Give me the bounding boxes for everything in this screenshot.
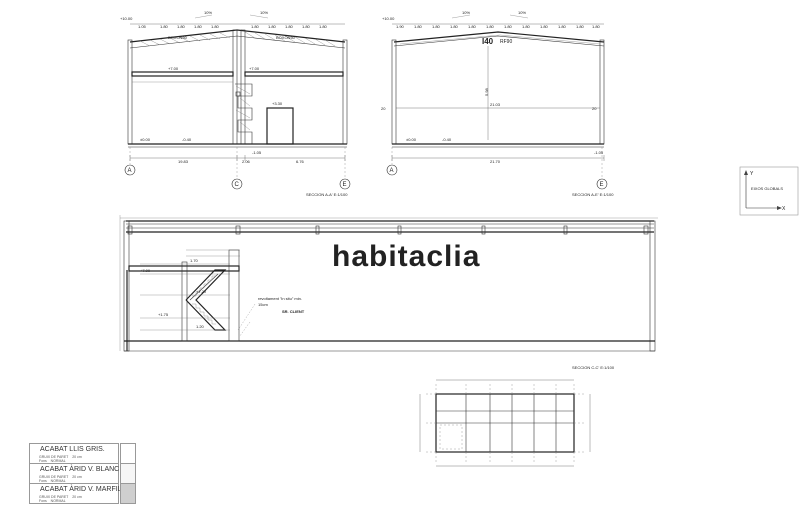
svg-text:1.80: 1.80 [522, 24, 531, 29]
section-aa-title: SECCION A-A' E:1/100 [306, 192, 348, 197]
svg-text:+7.20: +7.20 [196, 289, 207, 294]
axis-a-marker [124, 164, 136, 176]
axes-box-label: EIXOS GLOBALS [751, 186, 783, 191]
profile-label: I40 [482, 37, 494, 46]
svg-text:1.80: 1.80 [432, 24, 441, 29]
section-aa-spans-left: 1.05 1.80 1.80 1.80 1.80 1.80 1.80 1.80 … [138, 24, 328, 29]
section-ae-slope-right: 10% [518, 10, 526, 15]
svg-text:1.70: 1.70 [190, 258, 199, 263]
section-ae-spans: 1.90 1.80 1.80 1.80 1.80 1.80 1.80 1.80 … [396, 24, 601, 29]
section-aa-top-level: +10.00 [120, 16, 133, 21]
legend-title: ACABAT LLIS GRIS. [40, 446, 105, 453]
legend-swatch [120, 483, 136, 504]
section-ae-level-neg: -0.40 [442, 137, 452, 142]
section-ae-level-ground: ±0.00 [406, 137, 417, 142]
svg-text:1.80: 1.80 [194, 24, 203, 29]
global-axes-box: Y X EIXOS GLOBALS [739, 166, 799, 216]
axis-a-marker-2 [386, 164, 398, 176]
svg-text:20: 20 [381, 106, 386, 111]
svg-text:1.80: 1.80 [160, 24, 169, 29]
svg-text:+7.00: +7.00 [140, 268, 151, 273]
svg-text:1.80: 1.80 [302, 24, 311, 29]
section-cc: 1.70 +7.00 +7.20 +1.75 1.20 revoltament … [119, 215, 658, 370]
svg-text:A: A [128, 168, 132, 174]
section-ae-span: 21.03 [490, 102, 501, 107]
svg-text:1.20: 1.20 [196, 324, 205, 329]
beam-right-label: BOXON50 [276, 35, 296, 40]
section-ae-slope-left: 10% [462, 10, 470, 15]
note-line-1: revoltament "in situ" min. [258, 296, 302, 301]
svg-text:E: E [600, 182, 604, 188]
svg-text:E: E [343, 182, 347, 188]
section-aa-level-neg: -0.40 [182, 137, 192, 142]
section-aa: 1.05 1.80 1.80 1.80 1.80 1.80 1.80 1.80 … [120, 10, 351, 197]
dim-ac: 19.83 [178, 159, 189, 164]
svg-text:1.80: 1.80 [177, 24, 186, 29]
svg-text:1.80: 1.80 [504, 24, 513, 29]
svg-text:1.80: 1.80 [285, 24, 294, 29]
section-ae: 1.90 1.80 1.80 1.80 1.80 1.80 1.80 1.80 … [381, 10, 614, 197]
profile-sub-label: RF90 [500, 39, 512, 45]
axis-e-marker-2 [596, 178, 608, 190]
svg-text:1.80: 1.80 [268, 24, 277, 29]
svg-text:1.05: 1.05 [138, 24, 147, 29]
svg-text:1.80: 1.80 [468, 24, 477, 29]
section-aa-level-c: +3.30 [272, 101, 283, 106]
section-ae-height: 5.98 [484, 87, 489, 96]
svg-text:1.80: 1.80 [211, 24, 220, 29]
svg-text:1.80: 1.80 [251, 24, 260, 29]
section-aa-level-ground: ±0.00 [140, 137, 151, 142]
section-aa-level-a: +7.00 [168, 66, 179, 71]
axes-y-label: Y [750, 171, 754, 177]
legend-swatch [120, 463, 136, 484]
plan-grid [419, 379, 591, 467]
svg-text:1.80: 1.80 [486, 24, 495, 29]
svg-text:+1.75: +1.75 [158, 312, 169, 317]
section-ae-overall: 21.70 [490, 159, 501, 164]
section-aa-slope-right: 10% [260, 10, 268, 15]
axis-c-marker [231, 178, 243, 190]
svg-text:1.80: 1.80 [450, 24, 459, 29]
note-client: SR. CLIENT [282, 309, 305, 314]
svg-text:20: 20 [592, 106, 597, 111]
axis-e-marker [339, 178, 351, 190]
svg-text:1.80: 1.80 [592, 24, 601, 29]
section-ae-level-pit: -1.05 [594, 150, 604, 155]
svg-text:C: C [235, 182, 240, 188]
section-ae-title: SECCION A-E' E:1/100 [572, 192, 614, 197]
legend-item-llis-gris: ACABAT LLIS GRIS. GRUIX DE PARET 20 cm F… [29, 443, 136, 464]
svg-text:1.80: 1.80 [319, 24, 328, 29]
svg-text:A: A [390, 168, 394, 174]
section-aa-level-b: +7.00 [249, 66, 260, 71]
legend-item-arid-marfil: ACABAT ÀRID V. MARFIL GRUIX DE PARET 20 … [29, 483, 136, 504]
svg-text:1.90: 1.90 [396, 24, 405, 29]
svg-text:1.80: 1.80 [540, 24, 549, 29]
beam-left-label: BOXON60 [168, 35, 188, 40]
svg-text:1.80: 1.80 [576, 24, 585, 29]
section-cc-title: SECCION C-C' E:1/100 [572, 365, 615, 370]
svg-text:1.80: 1.80 [414, 24, 423, 29]
axes-x-label: X [782, 206, 786, 212]
section-aa-slope-left: 10% [204, 10, 212, 15]
dim-cc: 2.06 [242, 159, 251, 164]
watermark: habitaclia [332, 240, 480, 273]
legend-swatch [120, 443, 136, 464]
dim-ce: 6.76 [296, 159, 305, 164]
section-ae-top-level: +10.00 [382, 16, 395, 21]
section-aa-level-pit: -1.05 [252, 150, 262, 155]
legend-title: ACABAT ÀRID V. MARFIL [40, 486, 122, 493]
legend-title: ACABAT ÀRID V. BLANC [40, 466, 120, 473]
legend-item-arid-blanc: ACABAT ÀRID V. BLANC GRUIX DE PARET 20 c… [29, 463, 136, 484]
note-line-2: 15cm [258, 302, 268, 307]
svg-text:1.80: 1.80 [558, 24, 567, 29]
